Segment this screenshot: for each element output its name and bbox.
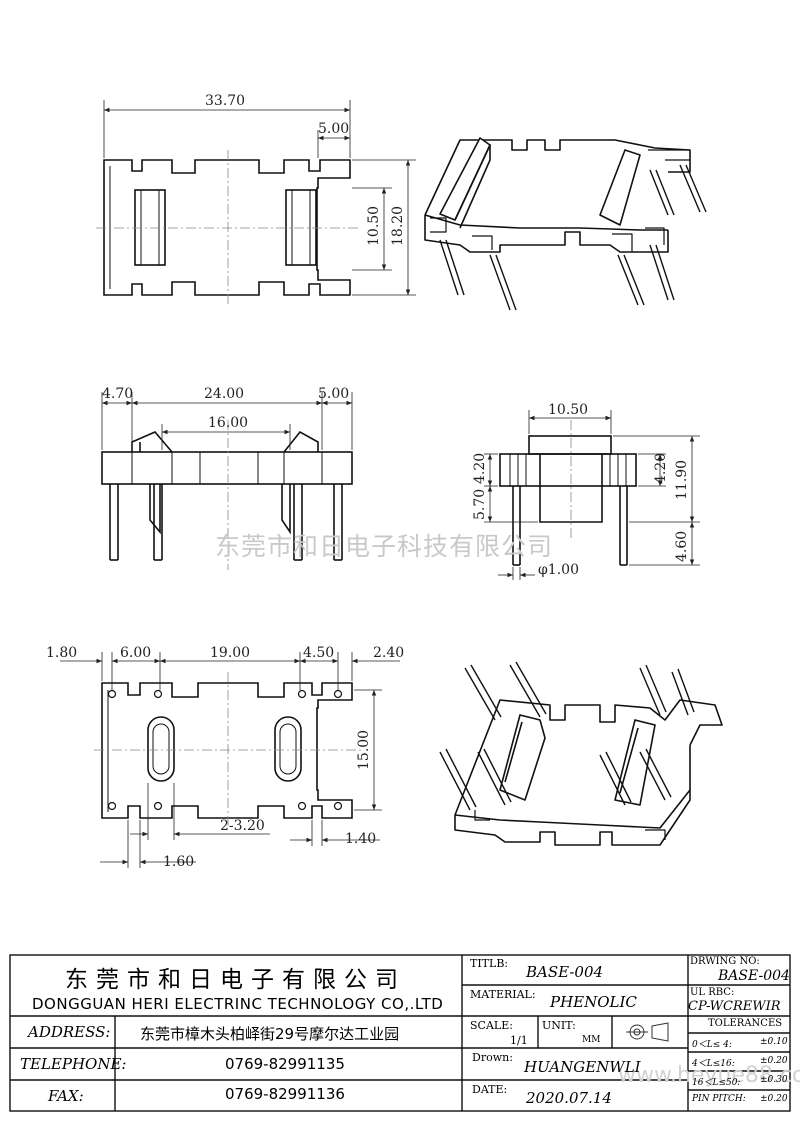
dim-front-right: 5.00 — [318, 386, 349, 402]
dim-side-total: 11.90 — [674, 460, 690, 500]
company-name-en: DONGGUAN HERI ELECTRINC TECHNOLOGY CO,.L… — [32, 995, 444, 1013]
dim-bot-1: 1.80 — [46, 645, 77, 661]
dim-bot-slot: 2-3.20 — [220, 818, 265, 834]
dim-top-outer-h: 18.20 — [390, 206, 406, 246]
tol-2-range: 4＜L≤16: — [692, 1059, 735, 1069]
drawing-no-label: DRWING NO: — [690, 956, 760, 967]
company-name-cn: 东莞市和日电子有限公司 — [65, 967, 406, 993]
ul-rbc-value: CP-WCREWIR — [688, 999, 781, 1014]
dim-top-tab: 5.00 — [318, 121, 349, 137]
dim-side-w: 10.50 — [548, 402, 588, 418]
material-value: PHENOLIC — [550, 993, 637, 1011]
dim-bot-h: 15.00 — [356, 730, 372, 770]
title-value: BASE-004 — [526, 963, 604, 981]
dim-bot-5: 2.40 — [373, 645, 404, 661]
tol-3-value: ±0.30 — [760, 1075, 788, 1085]
iso-top-pins — [439, 164, 707, 311]
ul-rbc-label: UL RBC: — [690, 987, 735, 998]
telephone-label: TELEPHONE: — [20, 1055, 127, 1073]
dim-front-mid: 24.00 — [204, 386, 244, 402]
watermark-text: 东莞市和日电子科技有限公司 — [215, 532, 554, 561]
telephone-value: 0769-82991135 — [225, 1055, 345, 1073]
dim-bot-pin: 1.60 — [163, 854, 194, 870]
title-block-frame — [9, 954, 791, 1112]
unit-value: MM — [582, 1035, 601, 1045]
fax-value: 0769-82991136 — [225, 1085, 345, 1103]
dim-bot-edge: 1.40 — [345, 831, 376, 847]
address-value: 东莞市樟木头柏峄街29号摩尔达工业园 — [140, 1025, 400, 1043]
dim-front-inner: 16.00 — [208, 415, 248, 431]
dim-bot-3: 19.00 — [210, 645, 250, 661]
tol-3-range: 16＜L≤50: — [692, 1078, 741, 1088]
dim-bot-2: 6.00 — [120, 645, 151, 661]
drawn-value: HUANGENWLI — [524, 1058, 641, 1076]
tolerances-label: TOLERANCES — [708, 1018, 783, 1029]
fax-label: FAX: — [48, 1087, 84, 1105]
tol-1-range: 0＜L≤ 4: — [692, 1040, 732, 1050]
iso-bottom-pins — [439, 661, 695, 811]
date-label: DATE: — [472, 1083, 508, 1096]
side-view — [499, 435, 637, 566]
tol-4-range: PIN PITCH: — [692, 1094, 746, 1104]
dim-side-pin-dia: φ1.00 — [538, 562, 579, 578]
title-block: 东莞市和日电子有限公司 DONGGUAN HERI ELECTRINC TECH… — [10, 955, 790, 1111]
date-value: 2020.07.14 — [526, 1089, 612, 1107]
address-label: ADDRESS: — [28, 1023, 111, 1041]
projection-symbol-icon — [626, 1022, 669, 1042]
iso-view-top — [424, 137, 691, 253]
scale-value: 1/1 — [510, 1034, 528, 1047]
tol-2-value: ±0.20 — [760, 1056, 788, 1066]
dim-top-inner-h: 10.50 — [366, 206, 382, 246]
top-view — [103, 159, 351, 296]
bottom-view — [101, 682, 353, 819]
title-label: TITLB: — [470, 957, 509, 970]
front-view — [101, 430, 353, 561]
material-label: MATERIAL: — [470, 988, 536, 1001]
tol-4-value: ±0.20 — [760, 1094, 788, 1104]
dim-side-pin-len: 4.60 — [674, 531, 690, 562]
scale-label: SCALE: — [470, 1019, 513, 1032]
tol-1-value: ±0.10 — [760, 1037, 788, 1047]
dim-bot-4: 4.50 — [303, 645, 334, 661]
dim-side-h2: 4.20 — [653, 453, 669, 484]
unit-label: UNIT: — [542, 1019, 576, 1032]
drawn-label: Drown: — [472, 1051, 513, 1064]
drawing-no-value: BASE-004 — [718, 968, 790, 984]
watermark-url: www.heyue88.com — [618, 1063, 800, 1088]
iso-view-bottom — [454, 699, 723, 846]
dim-front-left: 4.70 — [102, 386, 133, 402]
dim-side-h3: 5.70 — [472, 489, 488, 520]
dim-side-h1: 4.20 — [472, 453, 488, 484]
dim-top-overall: 33.70 — [205, 93, 245, 109]
